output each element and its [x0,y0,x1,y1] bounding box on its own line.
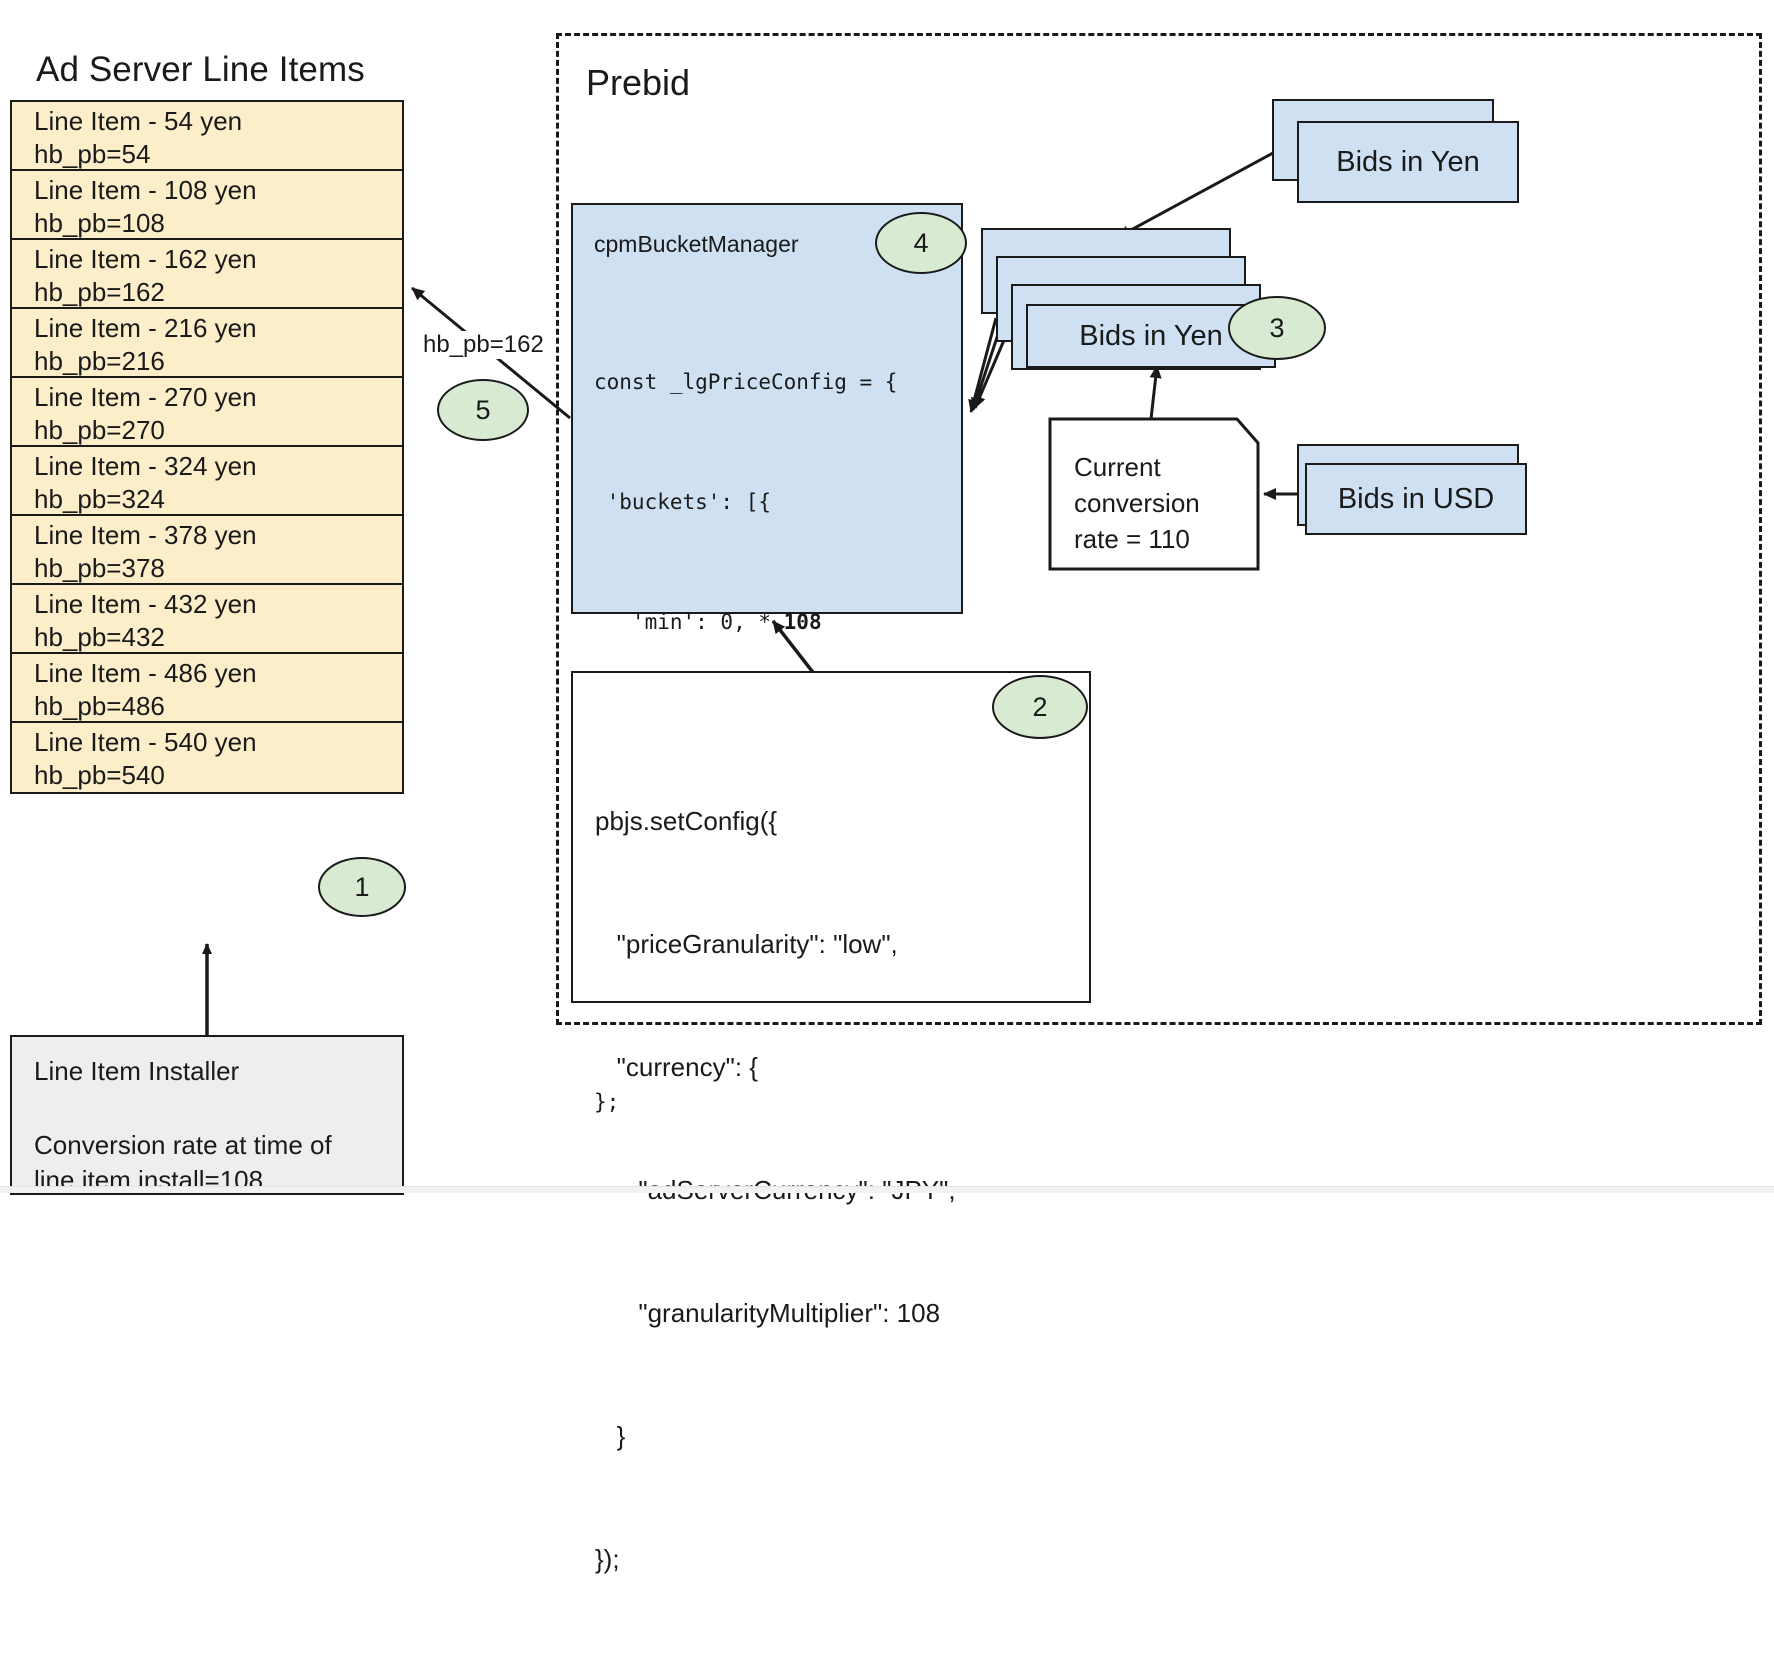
step-badge-5: 5 [437,379,529,441]
setconfig-code-line: } [595,1421,626,1451]
line-item-key: hb_pb=378 [34,553,165,583]
line-item-name: Line Item - 108 yen [34,175,257,205]
conversion-note-line-1: Current [1074,452,1161,482]
line-item-name: Line Item - 378 yen [34,520,257,550]
prebid-boundary [556,33,1762,1025]
line-item-installer-box[interactable]: Line Item Installer Conversion rate at t… [10,1035,404,1195]
line-item-name: Line Item - 216 yen [34,313,257,343]
line-item-name: Line Item - 432 yen [34,589,257,619]
setconfig-code-line: "granularityMultiplier": 108 [595,1298,941,1328]
list-item[interactable]: Line Item - 108 yen hb_pb=108 [12,171,402,240]
line-item-key: hb_pb=540 [34,760,165,790]
list-item[interactable]: Line Item - 378 yen hb_pb=378 [12,516,402,585]
edge-note-to-converted-bids [1149,365,1162,420]
line-item-name: Line Item - 540 yen [34,727,257,757]
edge-label-hb-pb: hb_pb=162 [423,331,544,359]
step-badge-1: 1 [318,857,406,917]
edge-bids-to-cpm-3 [968,317,998,413]
ad-server-line-items-title: Ad Server Line Items [36,50,365,89]
prebid-label: Prebid [586,62,691,103]
note-shape [1048,417,1260,571]
list-item[interactable]: Line Item - 324 yen hb_pb=324 [12,447,402,516]
line-item-key: hb_pb=54 [34,139,151,169]
list-item[interactable]: Line Item - 216 yen hb_pb=216 [12,309,402,378]
list-item[interactable]: Line Item - 540 yen hb_pb=540 [12,723,402,792]
line-item-key: hb_pb=108 [34,208,165,238]
list-item[interactable]: Line Item - 432 yen hb_pb=432 [12,585,402,654]
bids-in-usd-card-front[interactable]: Bids in USD [1305,463,1527,535]
bids-in-yen-card-front[interactable]: Bids in Yen [1297,121,1519,203]
conversion-note-line-3: rate = 110 [1074,524,1190,554]
setconfig-code-line: }); [595,1544,620,1574]
setconfig-code-line: pbjs.setConfig({ [595,806,778,836]
edge-yen-to-converted [1117,151,1274,239]
line-item-key: hb_pb=162 [34,277,165,307]
step-badge-3: 3 [1228,296,1326,360]
line-item-name: Line Item - 162 yen [34,244,257,274]
line-item-name: Line Item - 270 yen [34,382,257,412]
line-item-key: hb_pb=486 [34,691,165,721]
installer-note-line-1: Conversion rate at time of [34,1130,332,1160]
conversion-rate-note: Current conversion rate = 110 [1050,419,1258,569]
cpm-code-line: 'buckets': [{ [594,490,772,514]
cpm-code-line: }; [594,1090,620,1114]
bids-in-yen-label: Bids in Yen [1336,145,1480,178]
line-item-key: hb_pb=324 [34,484,165,514]
cpm-bucket-manager-title: cpmBucketManager [594,231,799,257]
line-item-key: hb_pb=270 [34,415,165,445]
setconfig-code-line: "currency": { [595,1052,758,1082]
line-item-name: Line Item - 486 yen [34,658,257,688]
step-badge-4: 4 [875,212,967,274]
line-item-name: Line Item - 324 yen [34,451,257,481]
bids-in-yen-converted-label: Bids in Yen [1079,319,1223,352]
list-item[interactable]: Line Item - 54 yen hb_pb=54 [12,102,402,171]
line-item-key: hb_pb=216 [34,346,165,376]
list-item[interactable]: Line Item - 162 yen hb_pb=162 [12,240,402,309]
installer-title: Line Item Installer [34,1056,240,1086]
step-badge-2: 2 [992,675,1088,739]
line-item-name: Line Item - 54 yen [34,106,243,136]
line-items-list: Line Item - 54 yen hb_pb=54 Line Item - … [10,100,404,794]
list-item[interactable]: Line Item - 270 yen hb_pb=270 [12,378,402,447]
cpm-code-line: const _lgPriceConfig = { [594,370,898,394]
setconfig-code-line: "priceGranularity": "low", [595,929,898,959]
list-item[interactable]: Line Item - 486 yen hb_pb=486 [12,654,402,723]
conversion-note-line-2: conversion [1074,488,1200,518]
line-item-key: hb_pb=432 [34,622,165,652]
cpm-code-line: 'min': 0, * 108 [594,610,822,634]
page-bottom-edge [0,1186,1774,1193]
bids-in-usd-label: Bids in USD [1337,482,1495,515]
